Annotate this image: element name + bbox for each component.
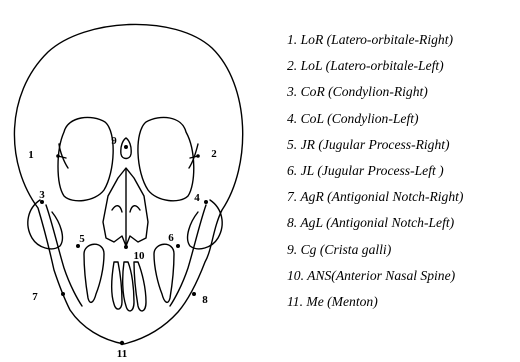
landmark-legend: 1. LoR (Latero-orbitale-Right) 2. LoL (L… — [287, 27, 463, 315]
landmark-dot-Cg — [124, 145, 128, 149]
right-ramus — [46, 205, 82, 306]
landmark-number-4: 4 — [194, 192, 200, 204]
nasal-concha-right — [112, 206, 122, 212]
landmark-number-8: 8 — [202, 294, 208, 306]
landmark-dot-ANS — [124, 245, 128, 249]
landmark-number-10: 10 — [134, 250, 146, 262]
landmark-dot-Me — [120, 341, 124, 345]
left-ramus — [170, 205, 206, 306]
landmark-number-6: 6 — [168, 232, 174, 244]
legend-item-AgR: 7. AgR (Antigonial Notch-Right) — [287, 184, 463, 210]
right-orbit — [58, 117, 113, 200]
landmark-number-11: 11 — [117, 348, 127, 360]
landmark-dot-CoL — [204, 200, 208, 204]
landmark-number-1: 1 — [28, 149, 34, 161]
landmark-dot-AgR — [61, 292, 65, 296]
nasal-concha-left — [130, 206, 140, 212]
landmark-dot-AgL — [192, 292, 196, 296]
legend-item-LoR: 1. LoR (Latero-orbitale-Right) — [287, 27, 463, 53]
legend-item-Cg: 9. Cg (Crista galli) — [287, 237, 463, 263]
legend-item-AgL: 8. AgL (Antigonial Notch-Left) — [287, 210, 463, 236]
legend-item-JL: 6. JL (Jugular Process-Left ) — [287, 158, 463, 184]
landmark-number-9: 9 — [111, 135, 117, 147]
legend-item-CoL: 4. CoL (Condylion-Left) — [287, 106, 463, 132]
incisor-3 — [134, 262, 146, 311]
landmark-number-2: 2 — [211, 148, 217, 160]
landmark-dot-LoL — [196, 154, 200, 158]
legend-item-JR: 5. JR (Jugular Process-Right) — [287, 132, 463, 158]
landmark-number-3: 3 — [39, 189, 45, 201]
incisor-1 — [112, 262, 122, 309]
right-molar — [84, 244, 104, 302]
landmark-number-5: 5 — [79, 233, 85, 245]
legend-item-LoL: 2. LoL (Latero-orbitale-Left) — [287, 53, 463, 79]
legend-item-ANS: 10. ANS(Anterior Nasal Spine) — [287, 263, 463, 289]
incisor-2 — [123, 262, 134, 311]
legend-item-Me: 11. Me (Menton) — [287, 289, 463, 315]
skull-outline — [14, 24, 242, 344]
landmark-number-7: 7 — [32, 291, 38, 303]
left-molar — [154, 244, 174, 302]
left-orbit — [138, 117, 194, 200]
landmark-dot-LoR — [56, 154, 60, 158]
landmark-dot-JL — [176, 244, 180, 248]
legend-item-CoR: 3. CoR (Condylion-Right) — [287, 79, 463, 105]
